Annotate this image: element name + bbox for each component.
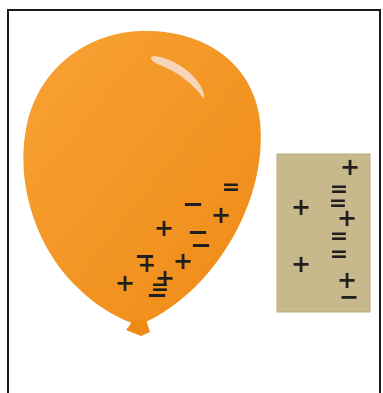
patch-charge-8: = [330, 242, 348, 267]
patch-charge-7: + [291, 250, 311, 278]
balloon-charge-1: = [222, 175, 240, 200]
patch-charge-10: − [339, 283, 359, 311]
balloon-charge-6: − [190, 231, 212, 261]
balloon-charge-12: = [151, 275, 169, 300]
balloon-charge-3: + [211, 201, 231, 229]
balloon-charge-9: + [115, 269, 135, 297]
balloon-knot [126, 320, 150, 336]
balloon-charge-4: + [154, 214, 174, 242]
patch-charge-3: + [291, 193, 311, 221]
balloon-charge-2: − [182, 190, 204, 220]
balloon-charge-13: + [138, 253, 156, 278]
balloon-charge-7: + [173, 247, 193, 275]
